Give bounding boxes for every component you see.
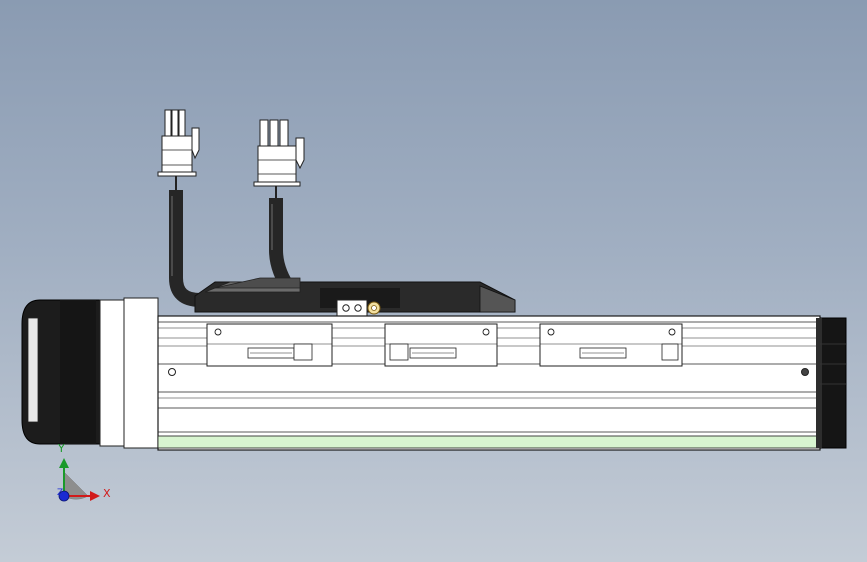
mounting-hole-right bbox=[801, 368, 809, 376]
axis-z-label: Z bbox=[57, 488, 64, 498]
connector-left[interactable] bbox=[157, 109, 200, 192]
cable-left bbox=[169, 190, 201, 307]
axis-x-label: X bbox=[103, 487, 111, 500]
carriage-block-2[interactable] bbox=[384, 323, 498, 367]
carriage-block-1[interactable] bbox=[206, 323, 333, 367]
end-cap[interactable] bbox=[816, 317, 847, 449]
cable-right bbox=[269, 198, 296, 295]
orientation-triad[interactable] bbox=[58, 458, 100, 502]
top-cover-plate[interactable] bbox=[194, 277, 516, 313]
connector-right[interactable] bbox=[253, 119, 305, 200]
guide-strip bbox=[157, 435, 821, 449]
axis-y-label: Y bbox=[58, 442, 65, 455]
mounting-hole-left bbox=[168, 368, 176, 376]
carriage-block-3[interactable] bbox=[539, 323, 683, 367]
axis-z-dot bbox=[58, 490, 70, 502]
stepper-motor[interactable] bbox=[21, 297, 159, 449]
